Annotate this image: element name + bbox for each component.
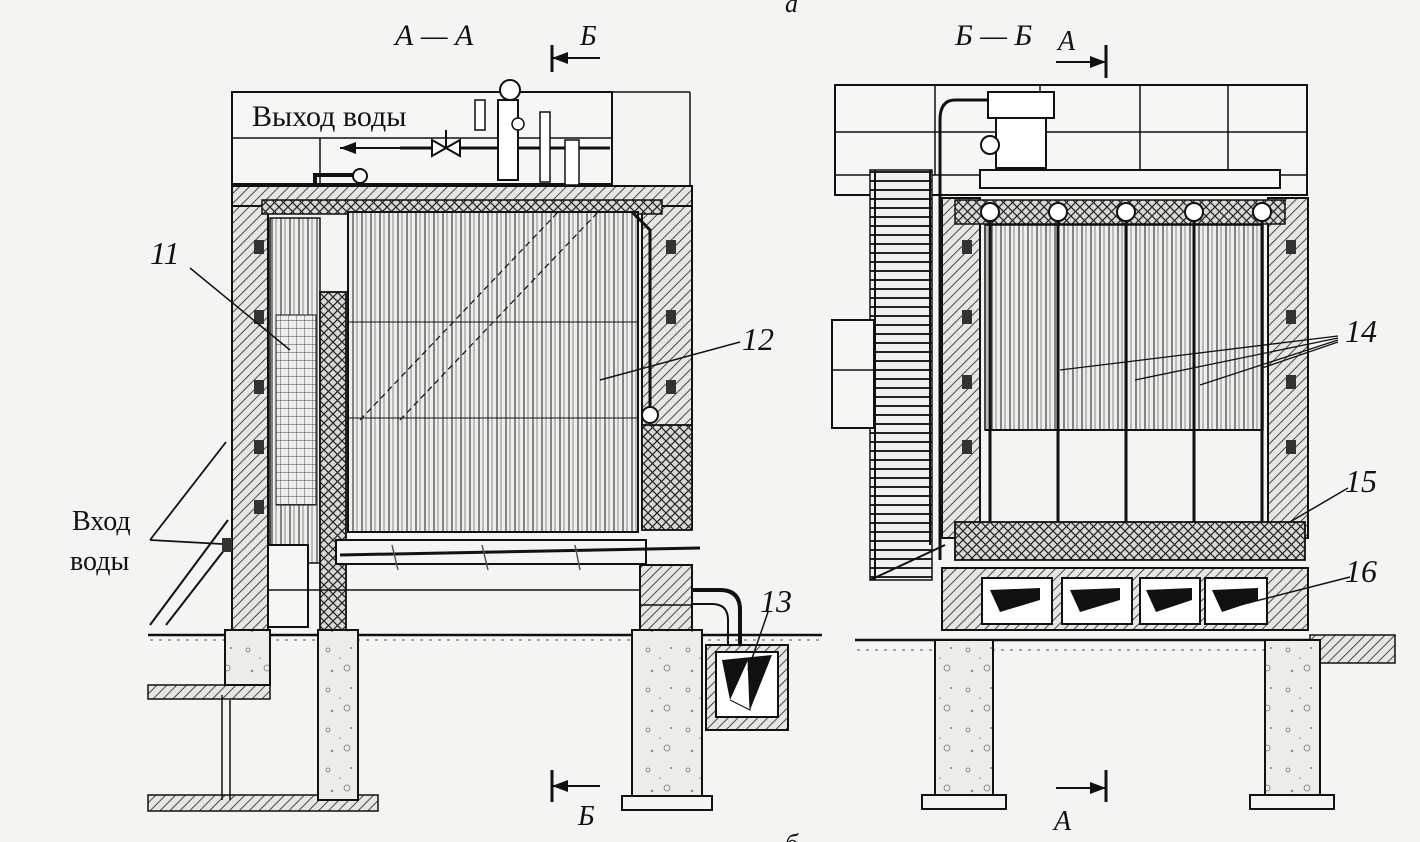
- callout-12: 12: [599, 321, 774, 381]
- figure-letter-top: а: [785, 0, 798, 18]
- left-section-title: А — А: [393, 19, 474, 52]
- figure-letter-bottom: б: [785, 829, 799, 842]
- cut-marker-top-letter: Б: [579, 21, 597, 52]
- callout-11: 11: [150, 235, 291, 351]
- firebox-units: [941, 567, 1309, 631]
- water-inlet-label-line1: Вход: [72, 506, 131, 537]
- drain-pit: [705, 644, 789, 731]
- callout-13: 13: [747, 583, 792, 671]
- cut-marker-top-right: А: [1056, 26, 1108, 78]
- right-section-view: Б — Б А А: [831, 19, 1396, 837]
- callout-15: 15: [1289, 463, 1377, 523]
- cut-marker-bottom-left: Б: [550, 770, 600, 832]
- service-stairs: [869, 169, 946, 581]
- cut-marker-top-right-letter: А: [1056, 26, 1076, 57]
- water-inlet-label-line2: воды: [70, 546, 129, 577]
- outlet-valve: [400, 79, 610, 186]
- main-tube-bank-left: [347, 209, 639, 533]
- cut-marker-bottom-right-letter: А: [1052, 806, 1072, 837]
- callout-14-number: 14: [1345, 313, 1377, 349]
- callout-15-number: 15: [1345, 463, 1377, 499]
- water-outlet-label: Выход воды: [252, 100, 406, 133]
- right-section-title: Б — Б: [954, 19, 1032, 52]
- wall-anchors-right: [962, 240, 1296, 454]
- callout-16-number: 16: [1345, 553, 1377, 589]
- callout-13-number: 13: [760, 583, 792, 619]
- cut-marker-top-left: Б: [550, 21, 600, 72]
- left-section-view: А — А Б Б Выход воды: [70, 19, 822, 832]
- callout-12-number: 12: [742, 321, 774, 357]
- callout-11-number: 11: [150, 235, 180, 271]
- tube-banks-right: [984, 224, 1264, 431]
- callout-16: 16: [1239, 553, 1377, 606]
- cut-marker-bottom-right: А: [1052, 770, 1108, 837]
- callout-14: 14: [1059, 313, 1377, 386]
- cut-marker-bottom-letter: Б: [577, 801, 595, 832]
